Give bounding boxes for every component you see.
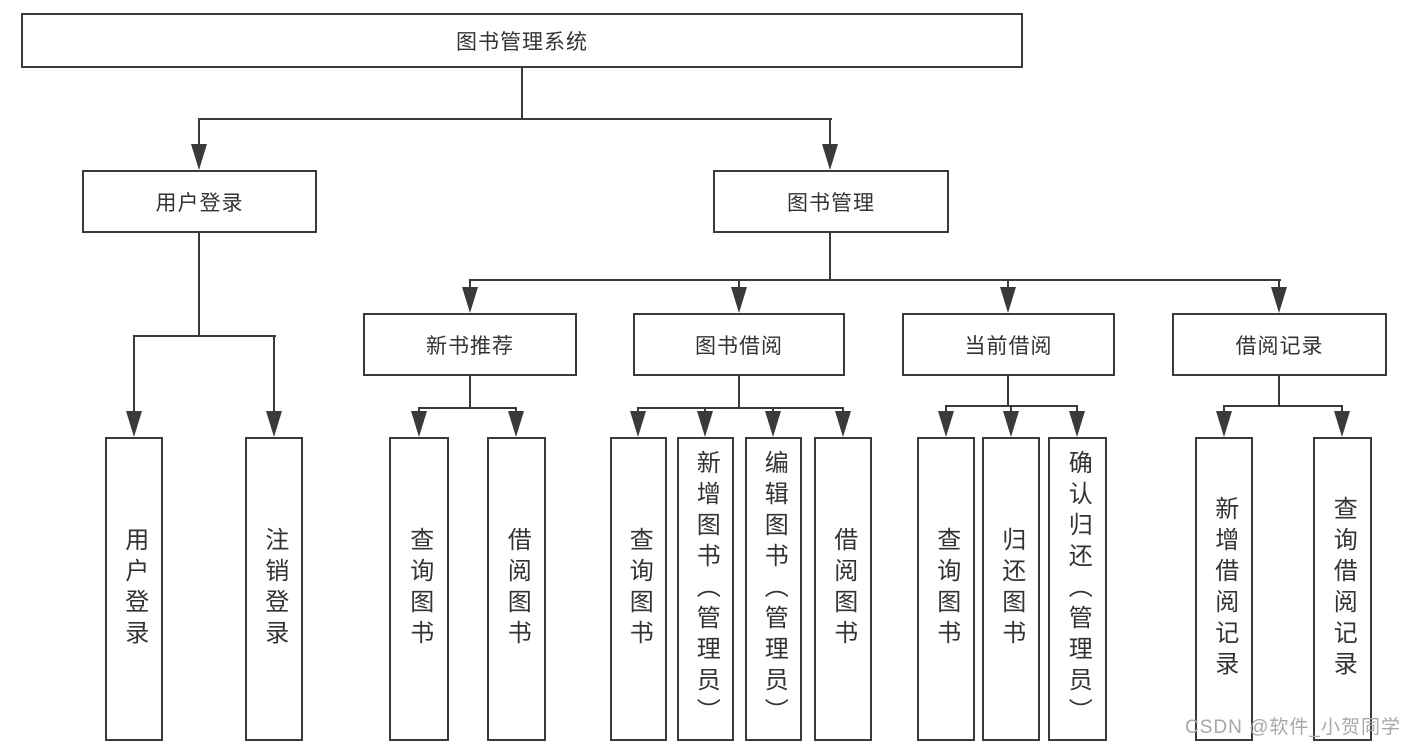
leaf-label: 新增图书（管理员） <box>692 449 720 729</box>
leaf-label: 借阅图书 <box>503 527 531 651</box>
connector-line <box>521 68 523 120</box>
arrowhead <box>1003 411 1019 437</box>
connector-line <box>1076 405 1078 413</box>
leaf-query-borrow-record: 查询借阅记录 <box>1313 437 1372 741</box>
connector-line <box>273 335 275 412</box>
leaf-label: 注销登录 <box>260 527 288 651</box>
leaf-confirm-return-admin: 确认归还（管理员） <box>1048 437 1107 741</box>
arrowhead <box>1000 287 1016 313</box>
connector-line <box>945 405 947 413</box>
leaf-user-login: 用户登录 <box>105 437 163 741</box>
connector-line <box>469 279 1281 281</box>
arrowhead <box>1334 411 1350 437</box>
leaf-add-book-admin: 新增图书（管理员） <box>677 437 734 741</box>
leaf-borrow-book: 借阅图书 <box>814 437 872 741</box>
connector-line <box>738 376 740 409</box>
leaf-label: 借阅图书 <box>829 527 857 651</box>
connector-line <box>1223 405 1343 407</box>
arrowhead <box>1069 411 1085 437</box>
arrowhead <box>1271 287 1287 313</box>
connector-line <box>198 118 832 120</box>
node-book-management: 图书管理 <box>713 170 949 233</box>
arrowhead <box>411 411 427 437</box>
node-user-login: 用户登录 <box>82 170 317 233</box>
leaf-label: 归还图书 <box>997 527 1025 651</box>
connector-line <box>133 335 276 337</box>
node-label: 图书管理 <box>787 191 875 215</box>
leaf-add-borrow-record: 新增借阅记录 <box>1195 437 1253 741</box>
arrowhead <box>462 287 478 313</box>
node-new-book-recommend: 新书推荐 <box>363 313 577 376</box>
arrowhead <box>765 411 781 437</box>
connector-line <box>1223 405 1225 413</box>
connector-line <box>1341 405 1343 413</box>
leaf-label: 查询图书 <box>625 527 653 651</box>
arrowhead <box>822 144 838 170</box>
connector-line <box>1007 375 1009 407</box>
arrowhead <box>731 287 747 313</box>
connector-line <box>1007 279 1009 289</box>
connector-line <box>133 335 135 412</box>
leaf-label: 查询图书 <box>932 527 960 651</box>
connector-line <box>829 118 831 146</box>
connector-line <box>738 279 740 289</box>
arrowhead <box>266 411 282 437</box>
arrowhead <box>835 411 851 437</box>
node-label: 借阅记录 <box>1235 334 1324 358</box>
leaf-logout: 注销登录 <box>245 437 303 741</box>
connector-line <box>829 233 831 281</box>
connector-line <box>1010 405 1012 413</box>
leaf-label: 新增借阅记录 <box>1210 496 1238 682</box>
leaf-label: 查询图书 <box>405 527 433 651</box>
arrowhead <box>508 411 524 437</box>
node-current-borrowing: 当前借阅 <box>902 313 1115 376</box>
arrowhead <box>1216 411 1232 437</box>
arrowhead <box>191 144 207 170</box>
leaf-edit-book-admin: 编辑图书（管理员） <box>745 437 802 741</box>
node-library-system: 图书管理系统 <box>21 13 1023 68</box>
connector-line <box>637 407 844 409</box>
node-label: 当前借阅 <box>964 334 1053 358</box>
connector-line <box>418 407 517 409</box>
connector-line <box>198 233 200 337</box>
arrowhead <box>697 411 713 437</box>
leaf-query-book-borrowing: 查询图书 <box>610 437 667 741</box>
leaf-query-book-current: 查询图书 <box>917 437 975 741</box>
leaf-label: 用户登录 <box>120 527 148 651</box>
node-label: 图书管理系统 <box>456 30 588 54</box>
watermark: CSDN @软件_小贺同学 <box>1185 717 1401 738</box>
connector-line <box>1278 375 1280 407</box>
connector-line <box>198 118 200 146</box>
node-label: 用户登录 <box>155 191 244 215</box>
leaf-borrow-book-recommend: 借阅图书 <box>487 437 546 741</box>
connector-line <box>469 376 471 409</box>
arrowhead <box>630 411 646 437</box>
node-borrow-records: 借阅记录 <box>1172 313 1387 376</box>
node-label: 图书借阅 <box>695 334 783 358</box>
arrowhead <box>126 411 142 437</box>
node-label: 新书推荐 <box>426 334 514 358</box>
leaf-return-book: 归还图书 <box>982 437 1040 741</box>
node-book-borrowing: 图书借阅 <box>633 313 845 376</box>
connector-line <box>1278 279 1280 289</box>
arrowhead <box>938 411 954 437</box>
leaf-label: 确认归还（管理员） <box>1064 449 1092 729</box>
leaf-query-book-recommend: 查询图书 <box>389 437 449 741</box>
leaf-label: 编辑图书（管理员） <box>760 449 788 729</box>
connector-line <box>469 279 471 289</box>
leaf-label: 查询借阅记录 <box>1329 496 1357 682</box>
